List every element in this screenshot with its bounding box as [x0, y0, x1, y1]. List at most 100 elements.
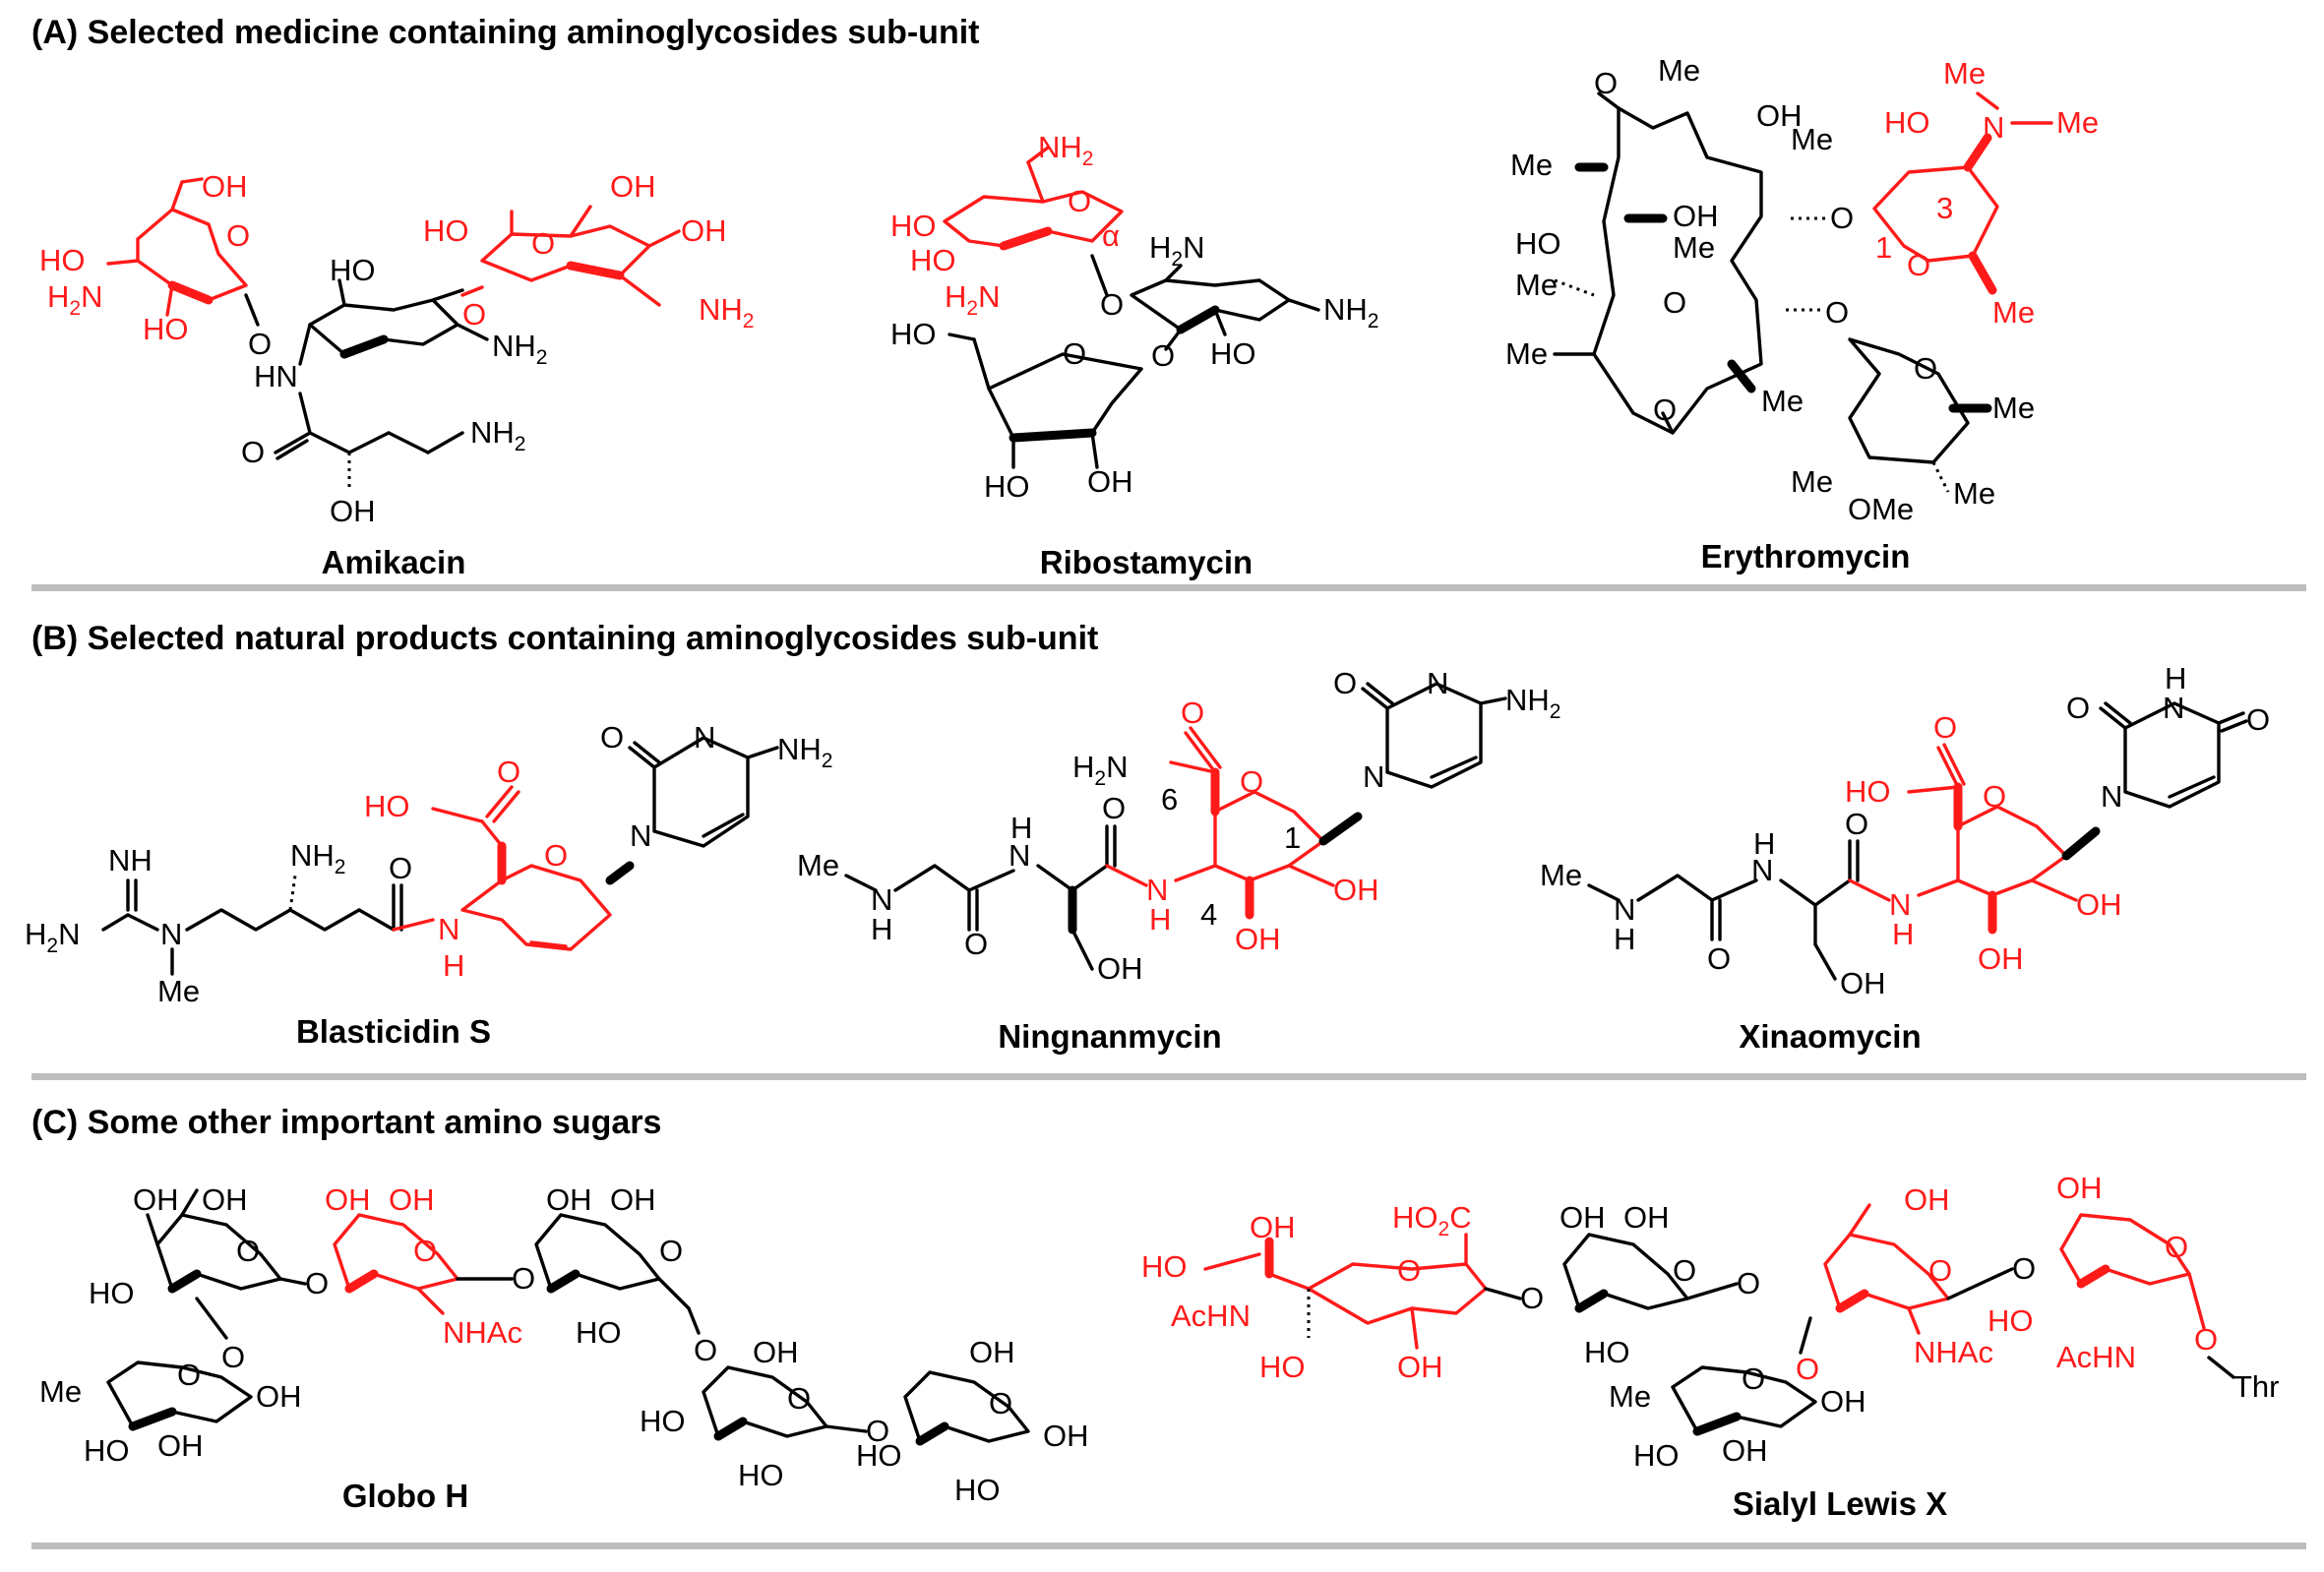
globo-fuc-ho: HO	[84, 1433, 130, 1468]
globo-s5-ho2: HO	[954, 1473, 1001, 1507]
amikacin-caption: Amikacin	[321, 544, 466, 580]
xin-nh-h: H	[1753, 826, 1775, 861]
globo-s5-oh1: OH	[969, 1335, 1015, 1369]
slx-gal-oh1: OH	[1560, 1200, 1606, 1235]
blast-cyt-n: N	[630, 818, 651, 853]
amikacin-carbonyl-o: O	[241, 435, 265, 469]
ribo-ho1: HO	[890, 209, 937, 243]
erythro-ho-left: HO	[1515, 226, 1561, 261]
xin-o1: O	[1707, 941, 1731, 976]
ribo-core-ho: HO	[1210, 336, 1256, 371]
ribo-core-o: O	[1151, 338, 1175, 373]
ningnanmycin-caption: Ningnanmycin	[998, 1018, 1222, 1055]
xin-oh-red1: OH	[1978, 941, 2024, 976]
globo-s5-ho: HO	[856, 1438, 902, 1473]
amikacin-core-ho: HO	[330, 253, 376, 287]
globo-o-fuc: O	[221, 1340, 245, 1374]
xin-ho: HO	[1845, 774, 1891, 809]
xinaomycin-caption: Xinaomycin	[1739, 1018, 1922, 1055]
divider-b	[31, 1073, 2306, 1080]
slx-gal-oh2: OH	[1623, 1200, 1670, 1235]
erythro-ho-red: HO	[1884, 105, 1930, 140]
amikacin-structure: OH HO H2N HO O O HO NH2 HN O HO OH	[39, 169, 754, 528]
slx-ho2: HO	[1259, 1350, 1306, 1384]
globo-ho1: HO	[89, 1276, 135, 1310]
ning-h: H	[871, 912, 892, 946]
slx-achn: AcHN	[1171, 1299, 1251, 1333]
ribo-o-ring: O	[1068, 184, 1091, 218]
slx-fuc-ho: HO	[1633, 1438, 1680, 1473]
ribo-nh2: NH2	[1038, 130, 1093, 170]
ribo-core-h2n: H2N	[1149, 230, 1204, 271]
erythro-me-red: Me	[1992, 295, 2035, 330]
slx-fuc-oh1: OH	[1820, 1384, 1866, 1419]
erythro-red-o: O	[1907, 248, 1930, 282]
ribo-ho-ch2: HO	[890, 317, 937, 351]
ning-me: Me	[797, 848, 839, 882]
blast-ring-o: O	[544, 838, 568, 873]
globo-h-structure: OH OH HO O O O Me O OH HO OH OH OH O NHA…	[39, 1182, 1089, 1507]
ning-oh-red1: OH	[1235, 922, 1281, 956]
erythro-et-me: Me	[1505, 336, 1548, 371]
erythro-me-left2: Me	[1515, 268, 1558, 302]
slx-ho: HO	[1141, 1249, 1188, 1284]
globo-fuc-oh2: OH	[157, 1428, 204, 1463]
globo-h-caption: Globo H	[341, 1478, 469, 1514]
amikacin-r-oh2: OH	[681, 213, 727, 248]
xin-n: N	[1614, 892, 1635, 927]
erythro-ketone-o: O	[1594, 66, 1618, 100]
erythro-me-mid: Me	[1673, 230, 1715, 265]
slx-o-link1: O	[1520, 1281, 1544, 1315]
slx-galnac-achn: AcHN	[2056, 1340, 2136, 1374]
erythro-macrocycle: O Me OH Me Me OH Me HO Me Me O O Me	[1505, 53, 1833, 435]
erythro-clad-o: O	[1914, 351, 1937, 386]
slx-gal-ho: HO	[1584, 1335, 1630, 1369]
xin-oh-ser: OH	[1840, 966, 1886, 1000]
slx-thr-o: O	[2194, 1322, 2218, 1357]
globo-r-o: O	[413, 1234, 437, 1268]
blast-h2n: H2N	[25, 917, 80, 957]
blast-nh: NH	[108, 843, 153, 877]
ning-cyt-nh2: NH2	[1505, 683, 1560, 723]
slx-fuc-oh2: OH	[1722, 1433, 1768, 1468]
amikacin-side-chain: O OH NH2	[241, 392, 525, 528]
globo-s4-ho2: HO	[738, 1458, 784, 1492]
slx-glc-oh: OH	[1904, 1182, 1950, 1217]
divider-c	[31, 1542, 2306, 1549]
globo-oh2: OH	[202, 1182, 248, 1217]
erythro-num1: 1	[1875, 230, 1892, 265]
erythro-me1: Me	[1658, 53, 1700, 88]
ribo-furanose-o: O	[1063, 336, 1086, 371]
amikacin-core-ring: O HO NH2 HN	[244, 253, 547, 393]
slx-gal-o: O	[1673, 1253, 1696, 1288]
globo-o-link1: O	[305, 1266, 329, 1300]
ribo-oh-3: OH	[1087, 464, 1133, 499]
ribo-alpha: α	[1102, 218, 1120, 253]
ning-nh-h: H	[1010, 811, 1032, 845]
xin-acid-o: O	[1933, 710, 1957, 745]
xin-nh-red: N	[1889, 887, 1911, 922]
xin-ura-n2: N	[2163, 691, 2184, 725]
erythro-ome: OMe	[1848, 492, 1914, 526]
erythro-o-glyc2: O	[1825, 295, 1849, 330]
section-a-title: (A) Selected medicine containing aminogl…	[31, 14, 980, 51]
amikacin-nh2-label: NH2	[492, 329, 547, 369]
blast-acid-o: O	[497, 755, 520, 789]
ribo-o-linker: O	[1100, 287, 1124, 322]
slx-glc-o: O	[1928, 1253, 1952, 1288]
globo-o-link2: O	[512, 1261, 535, 1296]
xin-oh-red2: OH	[2076, 887, 2122, 922]
slx-ring-o: O	[1397, 1253, 1421, 1288]
blasticidin-structure: NH H2N N Me NH2 O N H O HO O N O	[25, 720, 832, 1008]
erythro-me-n1: Me	[1943, 56, 1986, 91]
ning-ring-o: O	[1240, 764, 1263, 799]
erythro-desosamine: O HO Me N Me 3 1 O Me	[1791, 56, 2099, 330]
amikacin-chain-nh2: NH2	[470, 415, 525, 455]
blast-cyt-nh2: NH2	[777, 732, 832, 772]
ribostamycin-core: O H2N NH2 HO O	[1090, 230, 1378, 373]
globo-s5-o: O	[989, 1386, 1012, 1421]
amikacin-r-nh2: NH2	[699, 292, 754, 333]
globo-fuc-oh1: OH	[256, 1379, 302, 1414]
xin-nh: N	[1751, 853, 1773, 887]
